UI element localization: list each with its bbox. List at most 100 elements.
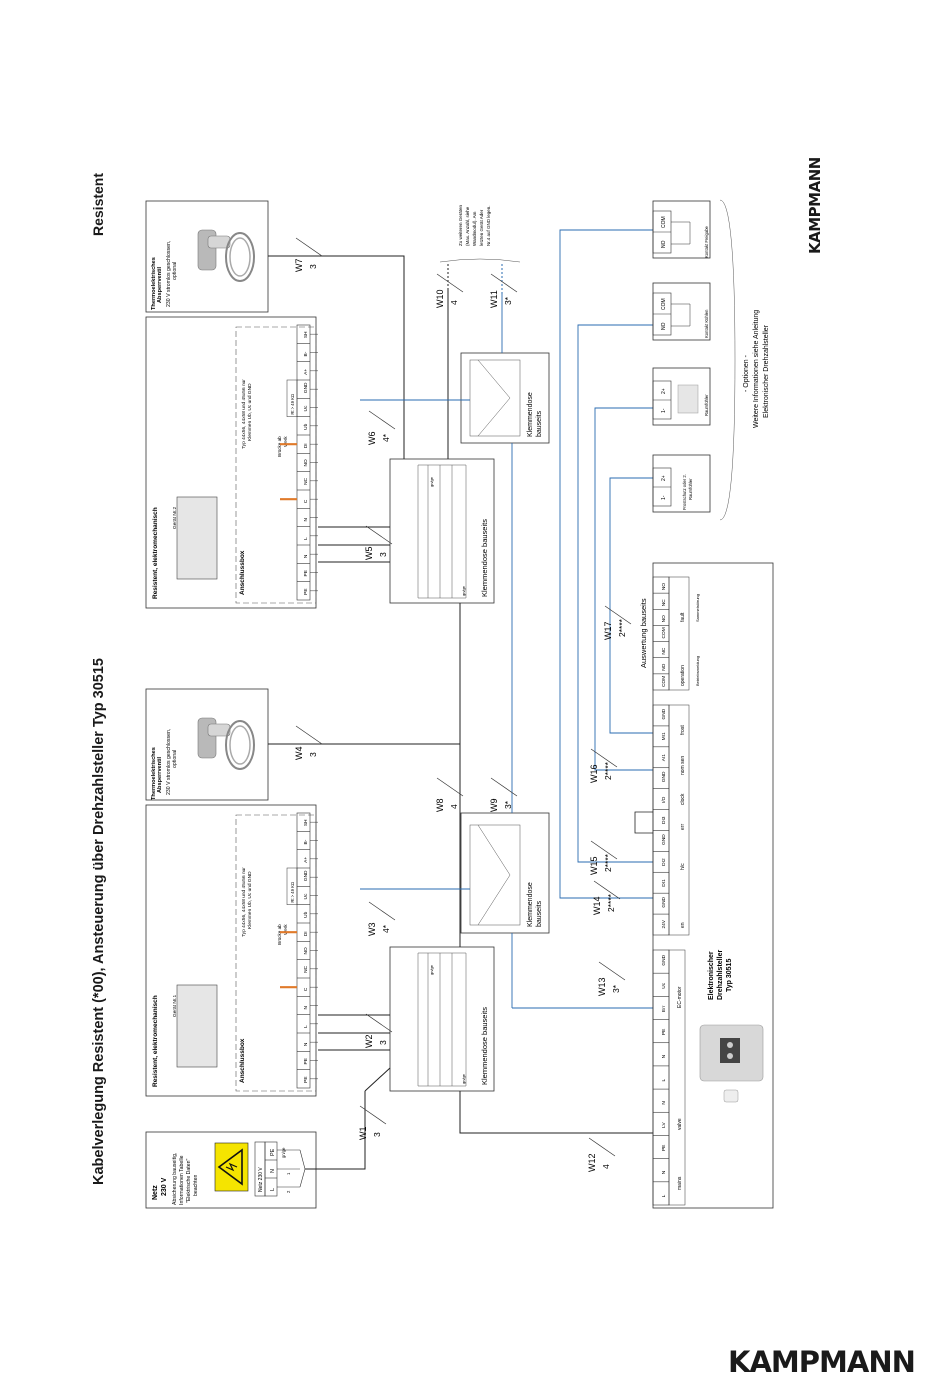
svg-text:NO: NO	[661, 322, 667, 330]
relay-terminal: COM	[661, 676, 667, 687]
svg-text:gn/ge: gn/ge	[429, 476, 434, 487]
net-supply-box: Netz 230 V Absicherung bauseitig, Inform…	[145, 1131, 317, 1209]
terminal-label: PE	[303, 570, 309, 576]
svg-text:1: 1	[286, 1172, 291, 1175]
svg-text:optional: optional	[172, 750, 178, 768]
options-note: - Optionen - Weitere Informationen siehe…	[719, 199, 770, 521]
cable-name: W8	[435, 799, 445, 813]
w10-note: Zu weiteren Geräten (Max. Anzahl, siehe …	[439, 204, 521, 263]
svg-text:Zu weiteren Geräten: Zu weiteren Geräten	[458, 204, 463, 246]
terminal-label: GND	[303, 870, 309, 881]
relay-sub-label: Betriebsmeldung	[695, 656, 700, 686]
relay-terminal: COM	[661, 627, 667, 638]
option-frostschutz: 1- 2+ Frostschutz oder 2. Raumfühler	[652, 454, 711, 513]
controller-terminal: PE	[661, 1029, 667, 1035]
valve-2-box: Thermoelektrisches Absperrventil 230 V s…	[145, 200, 269, 313]
svg-text:(Max. Anzahl, siehe: (Max. Anzahl, siehe	[465, 206, 470, 246]
controller-terminal: DI2	[661, 858, 667, 866]
cable-count: 2****	[603, 761, 613, 780]
controller-terminal: N	[661, 1054, 667, 1058]
cable-name: W11	[489, 290, 499, 308]
cable-count: 2****	[603, 853, 613, 872]
cable-name: W10	[435, 289, 445, 308]
device-display	[176, 984, 218, 1068]
bruecke-label: Brücke ab	[277, 436, 282, 457]
controller-terminal: GND	[661, 954, 667, 965]
svg-text:Kontakt Kühlen: Kontakt Kühlen	[704, 309, 709, 338]
controller-terminal: AI1	[661, 754, 667, 762]
svg-text:Kontakt Freigabe: Kontakt Freigabe	[704, 225, 709, 258]
svg-text:L: L	[270, 1188, 276, 1191]
terminal-label: N	[303, 554, 309, 558]
svg-text:Typ 30515: Typ 30515	[726, 959, 733, 992]
terminal-label: Ub	[303, 423, 309, 429]
group-label: h/c	[680, 863, 686, 870]
rt-label: Rt > 49 KΩ	[290, 882, 295, 903]
cable-name: W12	[587, 1153, 597, 1172]
svg-text:Drehzahlsteller: Drehzahlsteller	[717, 950, 724, 1000]
svg-text:230 V stromlos geschlossen,: 230 V stromlos geschlossen,	[166, 729, 172, 795]
controller-terminal: GND	[661, 896, 667, 907]
svg-text:gn/ge: gn/ge	[461, 585, 466, 596]
group-label: mains	[677, 1176, 683, 1190]
group-label: frost	[680, 725, 686, 735]
terminal-label: NO	[303, 459, 309, 466]
svg-text:KAMPMANN: KAMPMANN	[806, 157, 824, 254]
device-display	[176, 496, 218, 580]
relay-terminal: NC	[661, 599, 667, 606]
svg-text:Klemmendose bauseits: Klemmendose bauseits	[480, 1007, 489, 1085]
junction-box-1: Klemmendose bauseits gn/ge gn/ge	[389, 946, 495, 1092]
cable-name: W2	[364, 1035, 374, 1049]
cable-count: 2****	[617, 618, 627, 637]
svg-text:EC-motor: EC-motor	[677, 986, 683, 1008]
cable-count: 3*	[503, 800, 513, 809]
anschlussbox-label: Anschlussbox	[239, 1038, 246, 1083]
cable-name: W1	[358, 1127, 368, 1141]
controller-terminal: N	[661, 1101, 667, 1105]
group-label: clock	[680, 793, 686, 805]
cable-count: 3	[308, 752, 318, 757]
group-label: valve	[677, 1118, 683, 1130]
terminal-label: A+	[303, 857, 309, 863]
terminal-label: SH	[303, 819, 309, 826]
svg-text:gn/ge: gn/ge	[461, 1073, 466, 1084]
controller-terminal: Uc	[661, 982, 667, 988]
bruecke-label: Brücke ab	[277, 924, 282, 945]
terminal-label: L	[303, 1025, 309, 1028]
bruecke-label: Werk	[283, 436, 288, 447]
svg-text:gn/ge: gn/ge	[429, 964, 434, 975]
valve-icon	[197, 229, 255, 282]
svg-text:Thermoelektrisches: Thermoelektrisches	[151, 747, 157, 800]
typ-note: Typ 44x56, 44x58 und 45x56 nur	[241, 379, 247, 449]
cable-name: W14	[592, 896, 602, 915]
junction-box-2: Klemmendose bauseits gn/ge gn/ge	[389, 458, 495, 604]
device-number: Gerät Nr.2	[172, 507, 178, 529]
svg-text:Raumfühler: Raumfühler	[704, 394, 709, 416]
svg-text:Frostschutz oder 2.: Frostschutz oder 2.	[682, 474, 687, 510]
svg-text:bauseits: bauseits	[536, 410, 543, 437]
svg-text:1-: 1-	[661, 495, 667, 500]
controller-terminal: MI1	[661, 732, 667, 740]
svg-text:2+: 2+	[661, 388, 667, 394]
svg-text:Wandmodul). Am: Wandmodul). Am	[472, 211, 477, 246]
svg-text:N: N	[270, 1169, 276, 1173]
controller-terminal: I/O	[661, 796, 667, 803]
device-title: Resistent, elektromechanisch	[152, 995, 159, 1087]
cable-count: 3	[372, 1132, 382, 1137]
svg-text:letzten Gerät Ader: letzten Gerät Ader	[479, 209, 484, 246]
svg-text:Nr.4 auf GND legen.: Nr.4 auf GND legen.	[486, 205, 491, 246]
controller-terminal: L	[661, 1194, 667, 1197]
controller-terminal: DI3	[661, 816, 667, 824]
relay-terminal: NO	[661, 615, 667, 622]
terminal-label: N	[303, 518, 309, 522]
small-junction-box-2: Klemmendose bauseits	[460, 352, 550, 444]
